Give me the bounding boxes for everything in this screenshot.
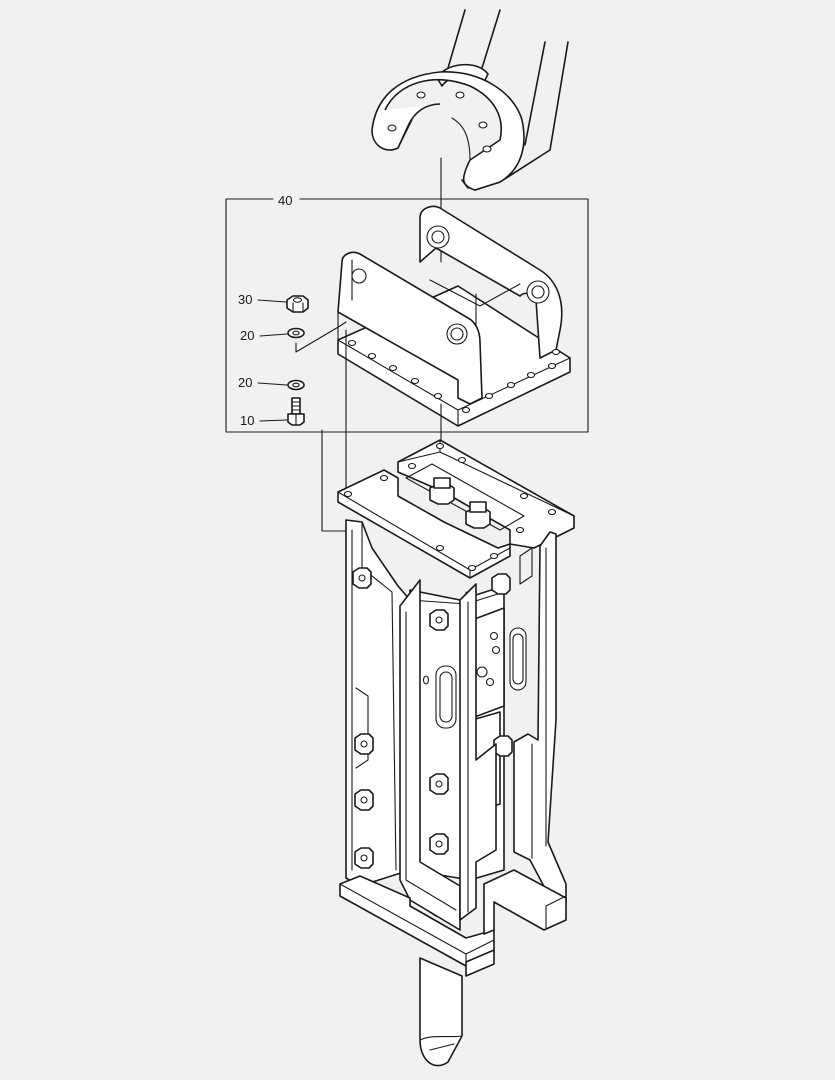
callout-nut: 30 <box>238 292 252 307</box>
rail-bolt-left-4 <box>354 847 374 869</box>
callout-kit: 40 <box>278 193 292 208</box>
hex-bolt <box>287 397 305 426</box>
hex-nut <box>286 295 309 313</box>
rail-bolt-left-1 <box>352 567 372 589</box>
mounting-bracket <box>337 205 571 427</box>
rail-bolt-left-2 <box>354 733 374 755</box>
fastener-stack <box>286 295 351 532</box>
body-bolt-2 <box>429 773 449 795</box>
washer-lower <box>287 379 305 391</box>
chisel-tool <box>419 957 463 1067</box>
rail-bolt-left-3 <box>354 789 374 811</box>
top-stud-left <box>429 477 455 505</box>
washer-upper <box>287 327 305 339</box>
callout-labels: 40 30 20 20 10 <box>238 193 292 428</box>
hydraulic-breaker <box>337 439 575 1067</box>
body-bolt-3 <box>429 833 449 855</box>
kit-frame <box>225 198 589 433</box>
callout-bolt: 10 <box>240 413 254 428</box>
body-bolt-1 <box>429 609 449 631</box>
excavator-arm <box>371 9 569 191</box>
callout-washer-lower: 20 <box>238 375 252 390</box>
body-bolt-5 <box>491 573 511 595</box>
top-stud-right <box>465 501 491 529</box>
callout-washer-upper: 20 <box>240 328 254 343</box>
